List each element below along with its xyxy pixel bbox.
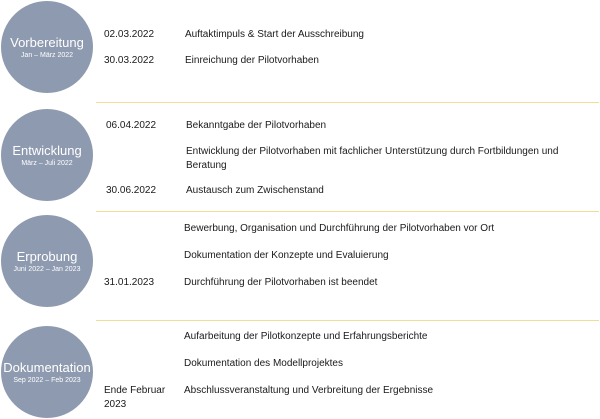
phase-title: Entwicklung: [12, 142, 82, 158]
milestone-text: Einreichung der Pilotvorhaben: [185, 55, 319, 66]
phase-divider: [96, 320, 599, 321]
phase-circle-vorbereitung: Vorbereitung Jan – März 2022: [1, 1, 93, 93]
phase-date-range: Sep 2022 – Feb 2023: [13, 376, 81, 384]
milestone-text: Aufarbeitung der Pilotkonzepte und Erfah…: [184, 331, 428, 342]
phase-date-range: Jan – März 2022: [20, 51, 74, 59]
milestone-text: Dokumentation der Konzepte und Evaluieru…: [184, 250, 389, 261]
milestone-date: 30.03.2022: [104, 55, 155, 66]
milestone-text: Entwicklung der Pilotvorhaben mit fachli…: [186, 146, 559, 171]
phase-circle-entwicklung: Entwicklung März – Juli 2022: [1, 109, 93, 201]
phase-title: Erprobung: [16, 248, 78, 264]
phase-title: Dokumentation: [3, 359, 91, 375]
phase-circle-erprobung: Erprobung Juni 2022 – Jan 2023: [1, 215, 93, 307]
milestone-date: 31.01.2023: [104, 277, 155, 288]
phase-divider: [96, 102, 599, 103]
milestone-text: Bekanntgabe der Pilotvorhaben: [186, 120, 327, 131]
milestone-text: Dokumentation des Modellprojektes: [184, 358, 343, 369]
milestone-text: Auftaktimpuls & Start der Ausschreibung: [185, 29, 364, 40]
phase-date-range: März – Juli 2022: [21, 159, 73, 167]
milestone-date: Ende Februar 2023: [104, 385, 166, 410]
phase-divider: [96, 211, 599, 212]
milestone-text: Bewerbung, Organisation und Durchführung…: [184, 223, 495, 234]
milestone-text: Abschlussveranstaltung und Verbreitung d…: [184, 385, 434, 396]
milestone-date: 02.03.2022: [104, 29, 155, 40]
phase-date-range: Juni 2022 – Jan 2023: [13, 265, 81, 273]
phase-circle-dokumentation: Dokumentation Sep 2022 – Feb 2023: [1, 326, 93, 418]
milestone-date: 06.04.2022: [106, 120, 157, 131]
milestone-date: 30.06.2022: [106, 185, 157, 196]
milestone-text: Austausch zum Zwischenstand: [186, 185, 324, 196]
milestone-text: Durchführung der Pilotvorhaben ist beend…: [184, 277, 378, 288]
phase-title: Vorbereitung: [10, 34, 84, 50]
